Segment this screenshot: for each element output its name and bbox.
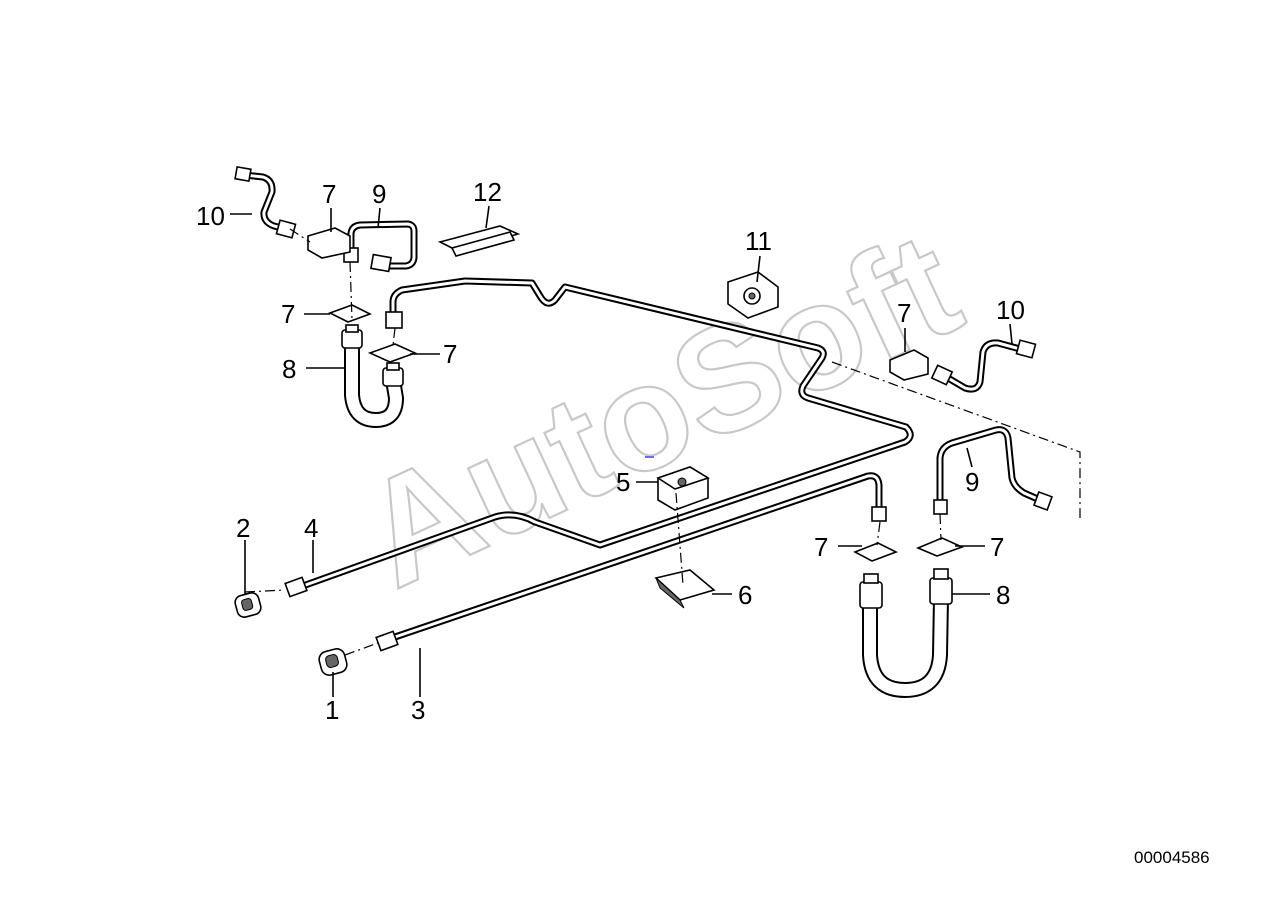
callout-5: 5: [616, 467, 630, 497]
brake-line-9-left: [347, 220, 418, 270]
callout-10-b: 10: [996, 295, 1025, 325]
part-6-clip: [654, 569, 716, 609]
callout-11: 11: [745, 226, 772, 256]
callout-4: 4: [304, 513, 318, 543]
brake-hose-8-right: [859, 568, 953, 699]
callout-7-b: 7: [281, 299, 295, 329]
part-1-nut: [318, 648, 348, 676]
part-11-holder: [727, 271, 779, 319]
callout-7-e: 7: [990, 532, 1004, 562]
part-5-bracket: [656, 466, 710, 511]
callout-6: 6: [738, 580, 752, 610]
callouts: 1 2 3 4 5 6 7 7 7 7 7 7 8 8 9 9 10 10 11…: [196, 177, 1025, 725]
brake-line-9-right: [936, 426, 1044, 504]
part-7-brackets: [307, 227, 965, 562]
callout-10-a: 10: [196, 201, 225, 231]
callout-9-a: 9: [372, 179, 386, 209]
callout-3: 3: [411, 695, 425, 725]
callout-7-d: 7: [814, 532, 828, 562]
document-number: 00004586: [1134, 848, 1210, 867]
callout-1: 1: [325, 695, 339, 725]
callout-8-a: 8: [282, 354, 296, 384]
part-12-clip: [437, 225, 521, 257]
callout-leaders: [230, 205, 1013, 697]
callout-8-b: 8: [996, 580, 1010, 610]
brake-hose-8-left: [341, 324, 405, 429]
brake-line-10-right: [944, 339, 1024, 393]
brake-line-3: [391, 472, 883, 641]
callout-7-a: 7: [322, 179, 336, 209]
assembly-lines: [244, 228, 1081, 656]
callout-9-b: 9: [965, 467, 979, 497]
brake-line-4: [296, 277, 914, 591]
callout-2: 2: [236, 513, 250, 543]
callout-7-c: 7: [443, 339, 457, 369]
callout-7-f: 7: [897, 298, 911, 328]
pipe-fittings: [234, 165, 1053, 652]
part-2-nut: [234, 592, 262, 618]
callout-12: 12: [473, 177, 502, 207]
brake-line-10-left: [240, 171, 294, 234]
